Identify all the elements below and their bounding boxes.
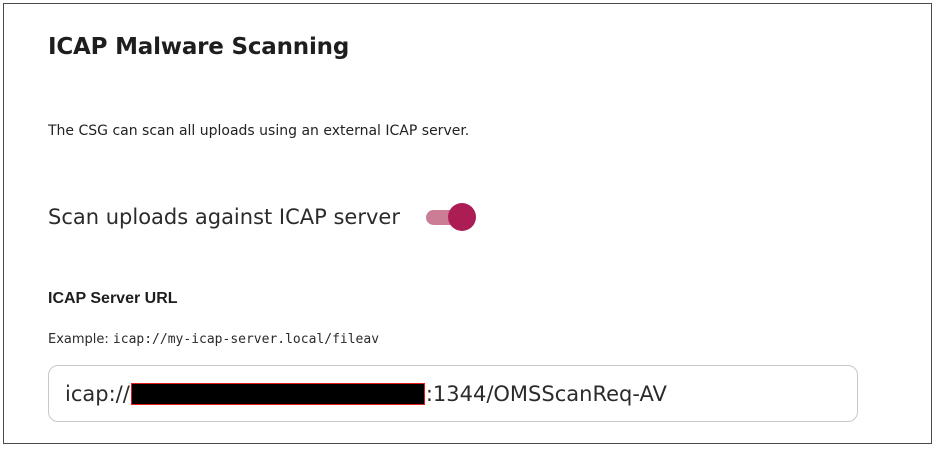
redaction-block [130,382,425,405]
url-value-suffix: :1344/OMSScanReq-AV [425,381,667,406]
toggle-thumb [447,203,476,231]
example-value: icap://my-icap-server.local/fileav [112,332,380,347]
scan-toggle-row: Scan uploads against ICAP server [48,200,476,234]
url-value-prefix: icap:// [65,381,130,406]
section-description: The CSG can scan all uploads using an ex… [48,123,470,139]
server-url-input[interactable]: icap:// :1344/OMSScanReq-AV [48,365,858,422]
example-prefix: Example: [48,332,109,347]
icap-settings-panel: ICAP Malware Scanning The CSG can scan a… [3,3,932,444]
section-title: ICAP Malware Scanning [48,34,350,60]
scan-toggle-label: Scan uploads against ICAP server [48,205,400,229]
scan-uploads-toggle[interactable] [425,202,476,232]
server-url-label: ICAP Server URL [48,290,178,307]
server-url-example: Example: icap://my-icap-server.local/fil… [48,332,379,347]
